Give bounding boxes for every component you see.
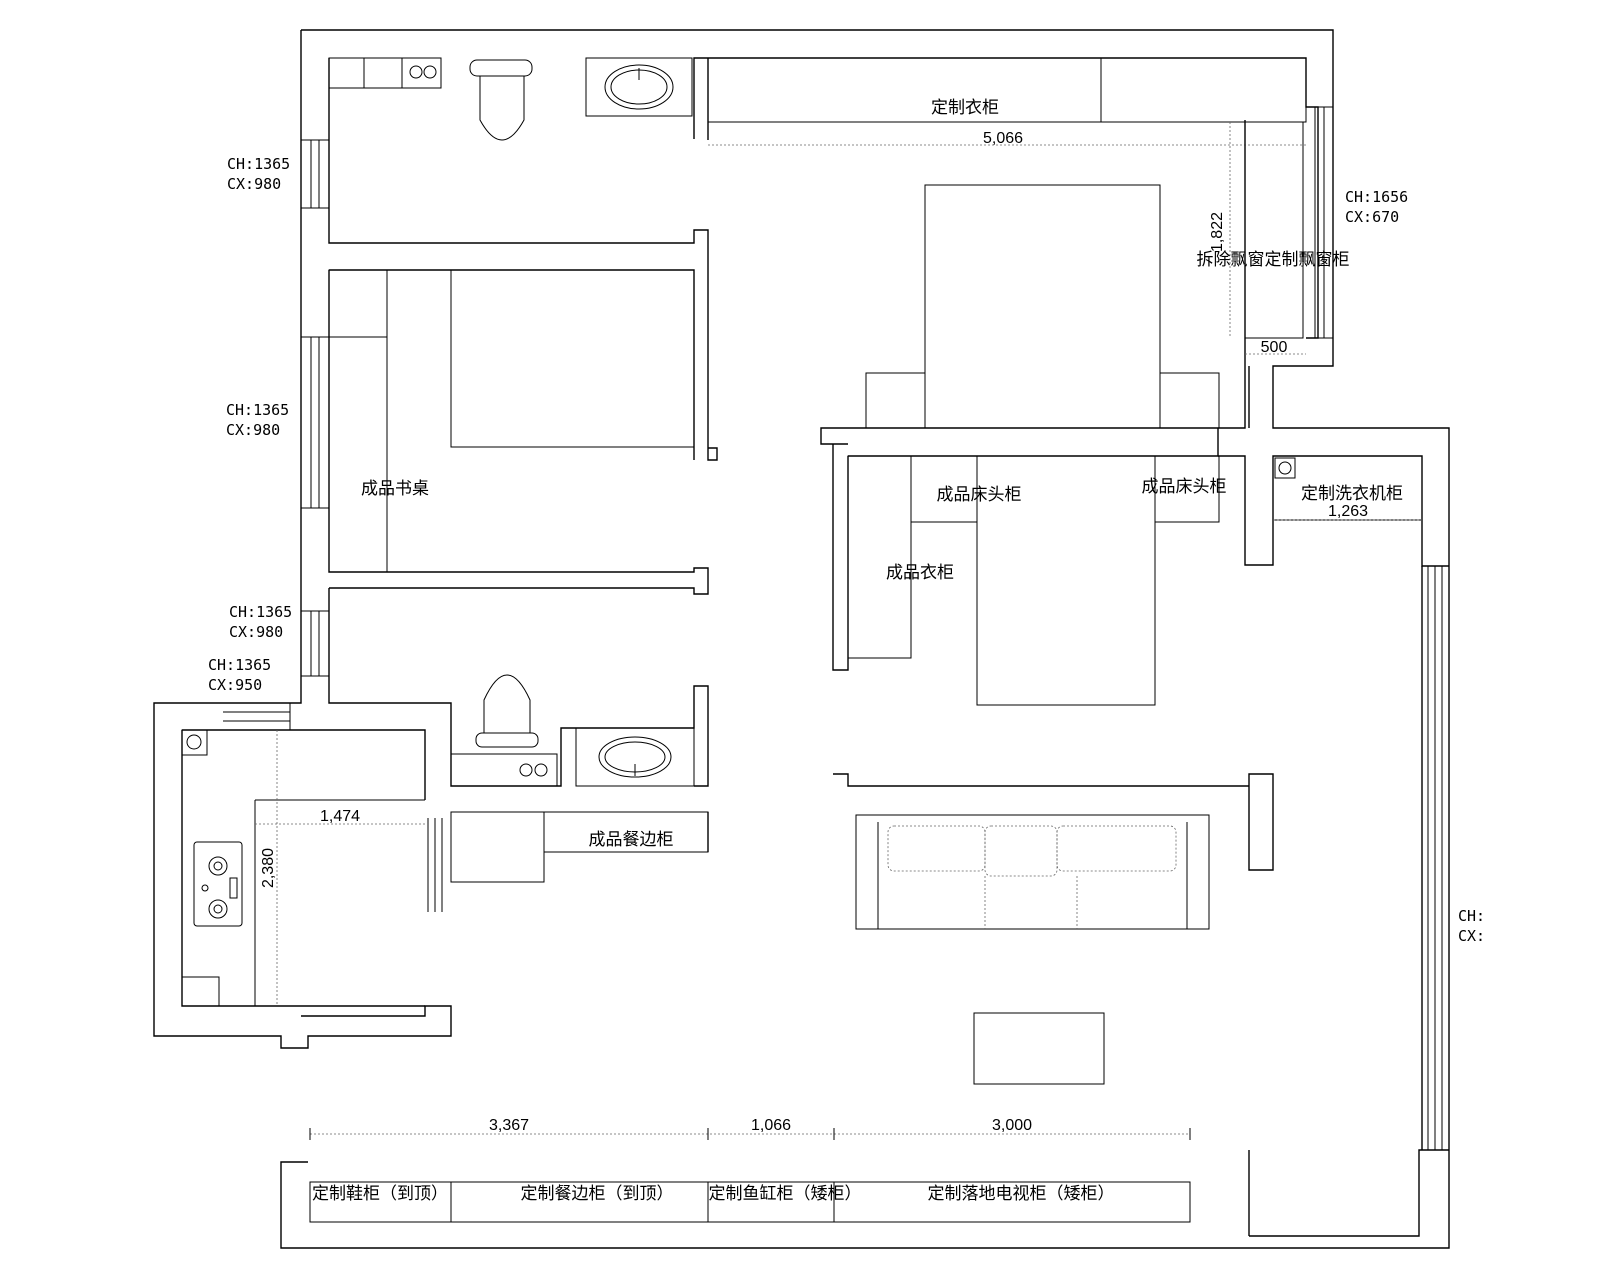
window-2-cx: CX:980 [226, 421, 280, 439]
top-bathroom [328, 57, 693, 141]
bay-window-label: 拆除飘窗定制飘窗柜 [1197, 250, 1350, 270]
window-3-ch: CH:1365 [229, 603, 292, 621]
window-6-cx: CX: [1458, 927, 1485, 945]
window-3-cx: CX:980 [229, 623, 283, 641]
dim-5066: 5,066 [983, 130, 1023, 147]
window-2-ch: CH:1365 [226, 401, 289, 419]
window-1-cx: CX:980 [227, 175, 281, 193]
window-5-ch: CH:1656 [1345, 188, 1408, 206]
second-bathroom [450, 674, 695, 787]
inner-walls [181, 57, 1449, 1236]
outer-walls [153, 29, 1450, 1249]
bottom-cabinets: 3,367 1,066 3,000 定制鞋柜（到顶） 定制餐边柜（到顶） 定制鱼… [309, 1117, 1191, 1223]
window-5-cx: CX:670 [1345, 208, 1399, 226]
third-bedroom: 成品床头柜 成品床头柜 成品衣柜 [847, 455, 1227, 706]
window-6-ch: CH: [1458, 907, 1485, 925]
wardrobe-mid-label: 成品衣柜 [886, 563, 954, 583]
wardrobe-top-label: 定制衣柜 [931, 98, 999, 118]
dining-area: 成品餐边柜 [450, 811, 709, 883]
dim-500: 500 [1261, 339, 1288, 356]
laundry-area: 定制洗衣机柜 1,263 [1272, 455, 1423, 521]
window-4-ch: CH:1365 [208, 656, 271, 674]
dim-1474: 1,474 [320, 808, 360, 825]
kitchen: 1,474 2,380 [181, 729, 425, 1007]
window-1-ch: CH:1365 [227, 155, 290, 173]
dining-cabinet-label: 定制餐边柜（到顶） [521, 1184, 674, 1204]
top-wardrobe: 定制衣柜 5,066 [707, 57, 1307, 147]
window-annotations: CH:1365 CX:980 CH:1365 CX:980 CH:1365 CX… [208, 155, 1485, 945]
master-bedroom: 1,822 拆除飘窗定制飘窗柜 500 [865, 121, 1350, 429]
dim-2380: 2,380 [260, 848, 277, 888]
desk-label: 成品书桌 [361, 479, 429, 499]
nightstand-1-label: 成品床头柜 [937, 485, 1022, 505]
second-bedroom: 成品书桌 [328, 269, 695, 573]
dim-1263: 1,263 [1328, 503, 1368, 520]
dim-3000: 3,000 [992, 1117, 1032, 1134]
fish-cabinet-label: 定制鱼缸柜（矮柜） [709, 1183, 862, 1204]
laundry-label: 定制洗衣机柜 [1301, 484, 1403, 504]
dim-1066: 1,066 [751, 1117, 791, 1134]
dim-3367: 3,367 [489, 1117, 529, 1134]
window-4-cx: CX:950 [208, 676, 262, 694]
living-area [855, 814, 1210, 1085]
window-symbols [223, 106, 1443, 1150]
shoe-cabinet-label: 定制鞋柜（到顶） [312, 1184, 448, 1204]
tv-cabinet-label: 定制落地电视柜（矮柜） [928, 1184, 1115, 1204]
sideboard-label: 成品餐边柜 [589, 830, 674, 850]
dim-1822: 1,822 [1209, 212, 1226, 252]
nightstand-2-label: 成品床头柜 [1142, 477, 1227, 497]
